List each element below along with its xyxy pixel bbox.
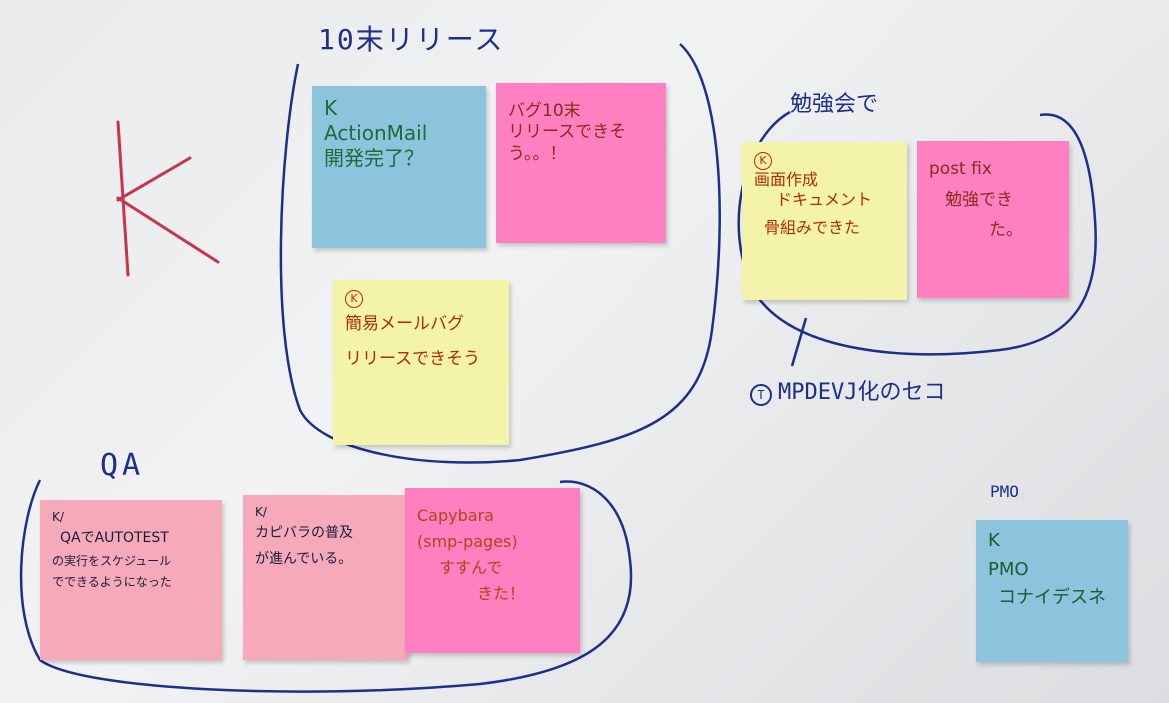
qa-group-title: QA bbox=[100, 448, 145, 483]
note-line: 簡易メールバグ bbox=[345, 314, 464, 334]
release-group-title: 10末リリース bbox=[318, 23, 505, 56]
note-line: でできるようになった bbox=[52, 574, 172, 589]
note-line: すすんで bbox=[439, 558, 503, 577]
note-line: Capybara bbox=[417, 506, 494, 525]
note-line: QAでAUTOTEST bbox=[60, 530, 169, 546]
sticky-note-bug10: バグ10末 リリースできそ う。。！ bbox=[496, 83, 666, 243]
note-line: ActionMail bbox=[324, 121, 428, 145]
sticky-note-kapibara: K/ カピバラの普及 が進んでいる。 bbox=[243, 495, 408, 660]
note-line: 勉強でき bbox=[945, 190, 1013, 211]
sticky-note-actionmail: K ActionMail 開発完了？ bbox=[312, 86, 486, 248]
note-line: リリースできそ bbox=[508, 122, 627, 143]
note-line: post fix bbox=[929, 159, 992, 179]
note-line: ドキュメント bbox=[776, 190, 873, 209]
note-line: K bbox=[324, 96, 338, 120]
sticky-note-capybara: Capybara (smp-pages) すすんで きた！ bbox=[405, 488, 580, 653]
note-line: 画面作成 bbox=[754, 170, 819, 189]
note-line: (smp-pages) bbox=[417, 532, 518, 551]
note-line: の実行をスケジュール bbox=[52, 553, 172, 568]
note-tag: K/ bbox=[255, 505, 267, 519]
study-group-outline bbox=[737, 110, 1097, 356]
note-line: バグ10末 bbox=[508, 101, 581, 121]
note-line: 開発完了？ bbox=[324, 146, 424, 170]
note-line: た。 bbox=[989, 219, 1023, 240]
note-line: が進んでいる。 bbox=[255, 550, 353, 567]
sticky-note-gamen: K 画面作成 ドキュメント 骨組みできた bbox=[742, 142, 907, 300]
note-line: きた！ bbox=[477, 584, 526, 603]
note-line: 骨組みできた bbox=[764, 218, 861, 237]
sticky-note-kani-mail: K 簡易メールバグ リリースできそう bbox=[333, 280, 509, 445]
mpdev-text: MPDEVJ化のセコ bbox=[778, 380, 946, 405]
pmo-title: PMO bbox=[990, 482, 1019, 501]
study-group-title: 勉強会で bbox=[790, 92, 879, 117]
note-line: リリースできそう bbox=[345, 349, 481, 370]
circle-t-mark: T bbox=[750, 384, 772, 406]
note-line: K bbox=[988, 530, 1000, 551]
sticky-note-pmo: K PMO コナイデスネ bbox=[976, 520, 1128, 662]
study-group-tail bbox=[790, 317, 808, 367]
note-line: PMO bbox=[988, 558, 1029, 580]
note-tag: K/ bbox=[52, 510, 64, 524]
release-group-outline bbox=[279, 43, 721, 464]
circle-k-mark: K bbox=[345, 290, 363, 308]
sticky-note-postfix: post fix 勉強でき た。 bbox=[917, 141, 1069, 298]
sticky-note-qa-auto: K/ QAでAUTOTEST の実行をスケジュール でできるようになった bbox=[40, 500, 222, 660]
mpdev-label: T MPDEVJ化のセコ bbox=[750, 374, 945, 406]
note-line: う。。！ bbox=[508, 143, 567, 164]
note-line: コナイデスネ bbox=[998, 587, 1106, 608]
qa-group-outline bbox=[19, 479, 633, 693]
note-line: カピバラの普及 bbox=[255, 525, 353, 541]
big-k-letter bbox=[116, 120, 220, 277]
circle-k-mark: K bbox=[754, 152, 772, 170]
